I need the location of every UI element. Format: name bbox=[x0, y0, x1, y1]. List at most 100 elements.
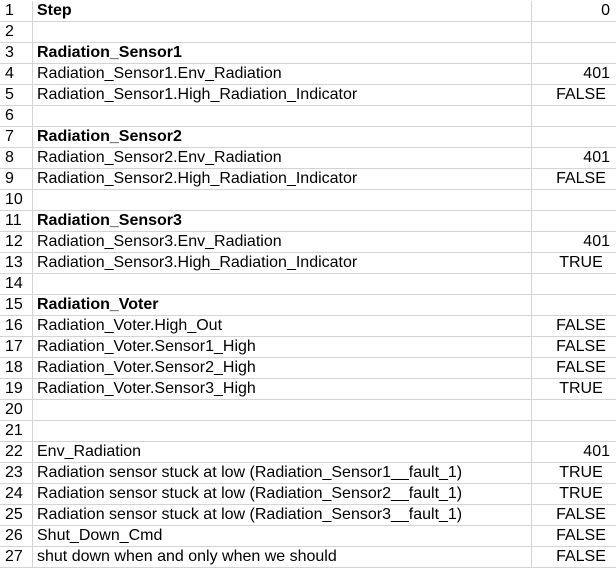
row-header[interactable]: 23 bbox=[0, 463, 33, 483]
cell-label[interactable]: Radiation_Voter.High_Out bbox=[33, 316, 532, 336]
row-header[interactable]: 14 bbox=[0, 274, 33, 294]
cell-label[interactable]: Radiation_Sensor2.Env_Radiation bbox=[33, 148, 532, 168]
cell-label[interactable]: Radiation_Sensor1.High_Radiation_Indicat… bbox=[33, 85, 532, 105]
row-header[interactable]: 25 bbox=[0, 505, 33, 525]
cell-label[interactable] bbox=[33, 22, 532, 42]
cell-label[interactable]: Radiation sensor stuck at low (Radiation… bbox=[33, 505, 532, 525]
cell-label[interactable]: Radiation_Sensor3.High_Radiation_Indicat… bbox=[33, 253, 532, 273]
row-header[interactable]: 27 bbox=[0, 547, 33, 567]
cell-label[interactable]: Radiation_Voter bbox=[33, 295, 532, 315]
row-header[interactable]: 20 bbox=[0, 400, 33, 420]
cell-value[interactable] bbox=[532, 22, 616, 42]
cell-value[interactable]: TRUE bbox=[559, 380, 603, 397]
row-header[interactable]: 21 bbox=[0, 421, 33, 441]
cell-value[interactable]: TRUE bbox=[559, 464, 603, 481]
row-header[interactable]: 15 bbox=[0, 295, 33, 315]
cell-value[interactable] bbox=[532, 421, 616, 441]
cell-value[interactable]: 401 bbox=[583, 65, 610, 82]
cell-value[interactable] bbox=[532, 400, 616, 420]
cell-label[interactable] bbox=[33, 421, 532, 441]
table-row: 10 bbox=[0, 190, 616, 211]
row-header[interactable]: 12 bbox=[0, 232, 33, 252]
table-row: 20 bbox=[0, 400, 616, 421]
cell-label[interactable] bbox=[33, 190, 532, 210]
cell-value[interactable]: FALSE bbox=[556, 527, 606, 544]
row-header[interactable]: 18 bbox=[0, 358, 33, 378]
cell-label[interactable]: Step bbox=[33, 1, 532, 21]
cell-label[interactable]: Radiation_Sensor2.High_Radiation_Indicat… bbox=[33, 169, 532, 189]
row-header[interactable]: 16 bbox=[0, 316, 33, 336]
row-header[interactable]: 17 bbox=[0, 337, 33, 357]
cell-label[interactable]: Shut_Down_Cmd bbox=[33, 526, 532, 546]
cell-value[interactable]: FALSE bbox=[556, 317, 606, 334]
cell-value[interactable]: FALSE bbox=[556, 170, 606, 187]
cell-label[interactable]: Radiation_Voter.Sensor1_High bbox=[33, 337, 532, 357]
row-header[interactable]: 6 bbox=[0, 106, 33, 126]
cell-value[interactable]: FALSE bbox=[556, 506, 606, 523]
cell-value[interactable]: 0 bbox=[601, 2, 610, 19]
cell-label[interactable]: Radiation_Sensor3 bbox=[33, 211, 532, 231]
cell-label[interactable] bbox=[33, 274, 532, 294]
cell-label[interactable]: Radiation_Voter.Sensor2_High bbox=[33, 358, 532, 378]
cell-label[interactable] bbox=[33, 106, 532, 126]
cell-value[interactable] bbox=[532, 211, 616, 231]
row-header[interactable]: 4 bbox=[0, 64, 33, 84]
row-header[interactable]: 1 bbox=[0, 1, 33, 21]
cell-value[interactable]: 401 bbox=[583, 233, 610, 250]
row-header[interactable]: 7 bbox=[0, 127, 33, 147]
row-header[interactable]: 22 bbox=[0, 442, 33, 462]
cell-value[interactable]: TRUE bbox=[559, 254, 603, 271]
table-row: 6 bbox=[0, 106, 616, 127]
row-header[interactable]: 3 bbox=[0, 43, 33, 63]
table-row: 14 bbox=[0, 274, 616, 295]
cell-label[interactable]: shut down when and only when we should bbox=[33, 547, 532, 567]
cell-value[interactable]: FALSE bbox=[556, 548, 606, 565]
cell-label[interactable]: Radiation_Sensor2 bbox=[33, 127, 532, 147]
cell-value[interactable] bbox=[532, 127, 616, 147]
cell-label[interactable]: Radiation sensor stuck at low (Radiation… bbox=[33, 463, 532, 483]
cell-label[interactable] bbox=[33, 400, 532, 420]
row-header[interactable]: 2 bbox=[0, 22, 33, 42]
cell-label[interactable]: Radiation_Sensor3.Env_Radiation bbox=[33, 232, 532, 252]
cell-value[interactable]: 401 bbox=[583, 149, 610, 166]
cell-value[interactable]: FALSE bbox=[556, 86, 606, 103]
cell-value[interactable] bbox=[532, 190, 616, 210]
cell-value[interactable] bbox=[532, 43, 616, 63]
row-header[interactable]: 10 bbox=[0, 190, 33, 210]
row-header[interactable]: 5 bbox=[0, 85, 33, 105]
row-header[interactable]: 24 bbox=[0, 484, 33, 504]
cell-value[interactable] bbox=[532, 274, 616, 294]
cell-label[interactable]: Env_Radiation bbox=[33, 442, 532, 462]
cell-value[interactable]: FALSE bbox=[556, 338, 606, 355]
cell-label[interactable]: Radiation sensor stuck at low (Radiation… bbox=[33, 484, 532, 504]
row-header[interactable]: 8 bbox=[0, 148, 33, 168]
cell-value[interactable] bbox=[532, 295, 616, 315]
table-row: 2 bbox=[0, 22, 616, 43]
row-header[interactable]: 9 bbox=[0, 169, 33, 189]
cell-value[interactable]: 401 bbox=[583, 443, 610, 460]
cell-value[interactable]: FALSE bbox=[556, 359, 606, 376]
row-header[interactable]: 13 bbox=[0, 253, 33, 273]
row-header[interactable]: 19 bbox=[0, 379, 33, 399]
cell-label[interactable]: Radiation_Sensor1.Env_Radiation bbox=[33, 64, 532, 84]
cell-label[interactable]: Radiation_Sensor1 bbox=[33, 43, 532, 63]
row-header[interactable]: 26 bbox=[0, 526, 33, 546]
table-row: 21 bbox=[0, 421, 616, 442]
cell-value[interactable]: TRUE bbox=[559, 485, 603, 502]
cell-label[interactable]: Radiation_Voter.Sensor3_High bbox=[33, 379, 532, 399]
row-header[interactable]: 11 bbox=[0, 211, 33, 231]
cell-value[interactable] bbox=[532, 106, 616, 126]
